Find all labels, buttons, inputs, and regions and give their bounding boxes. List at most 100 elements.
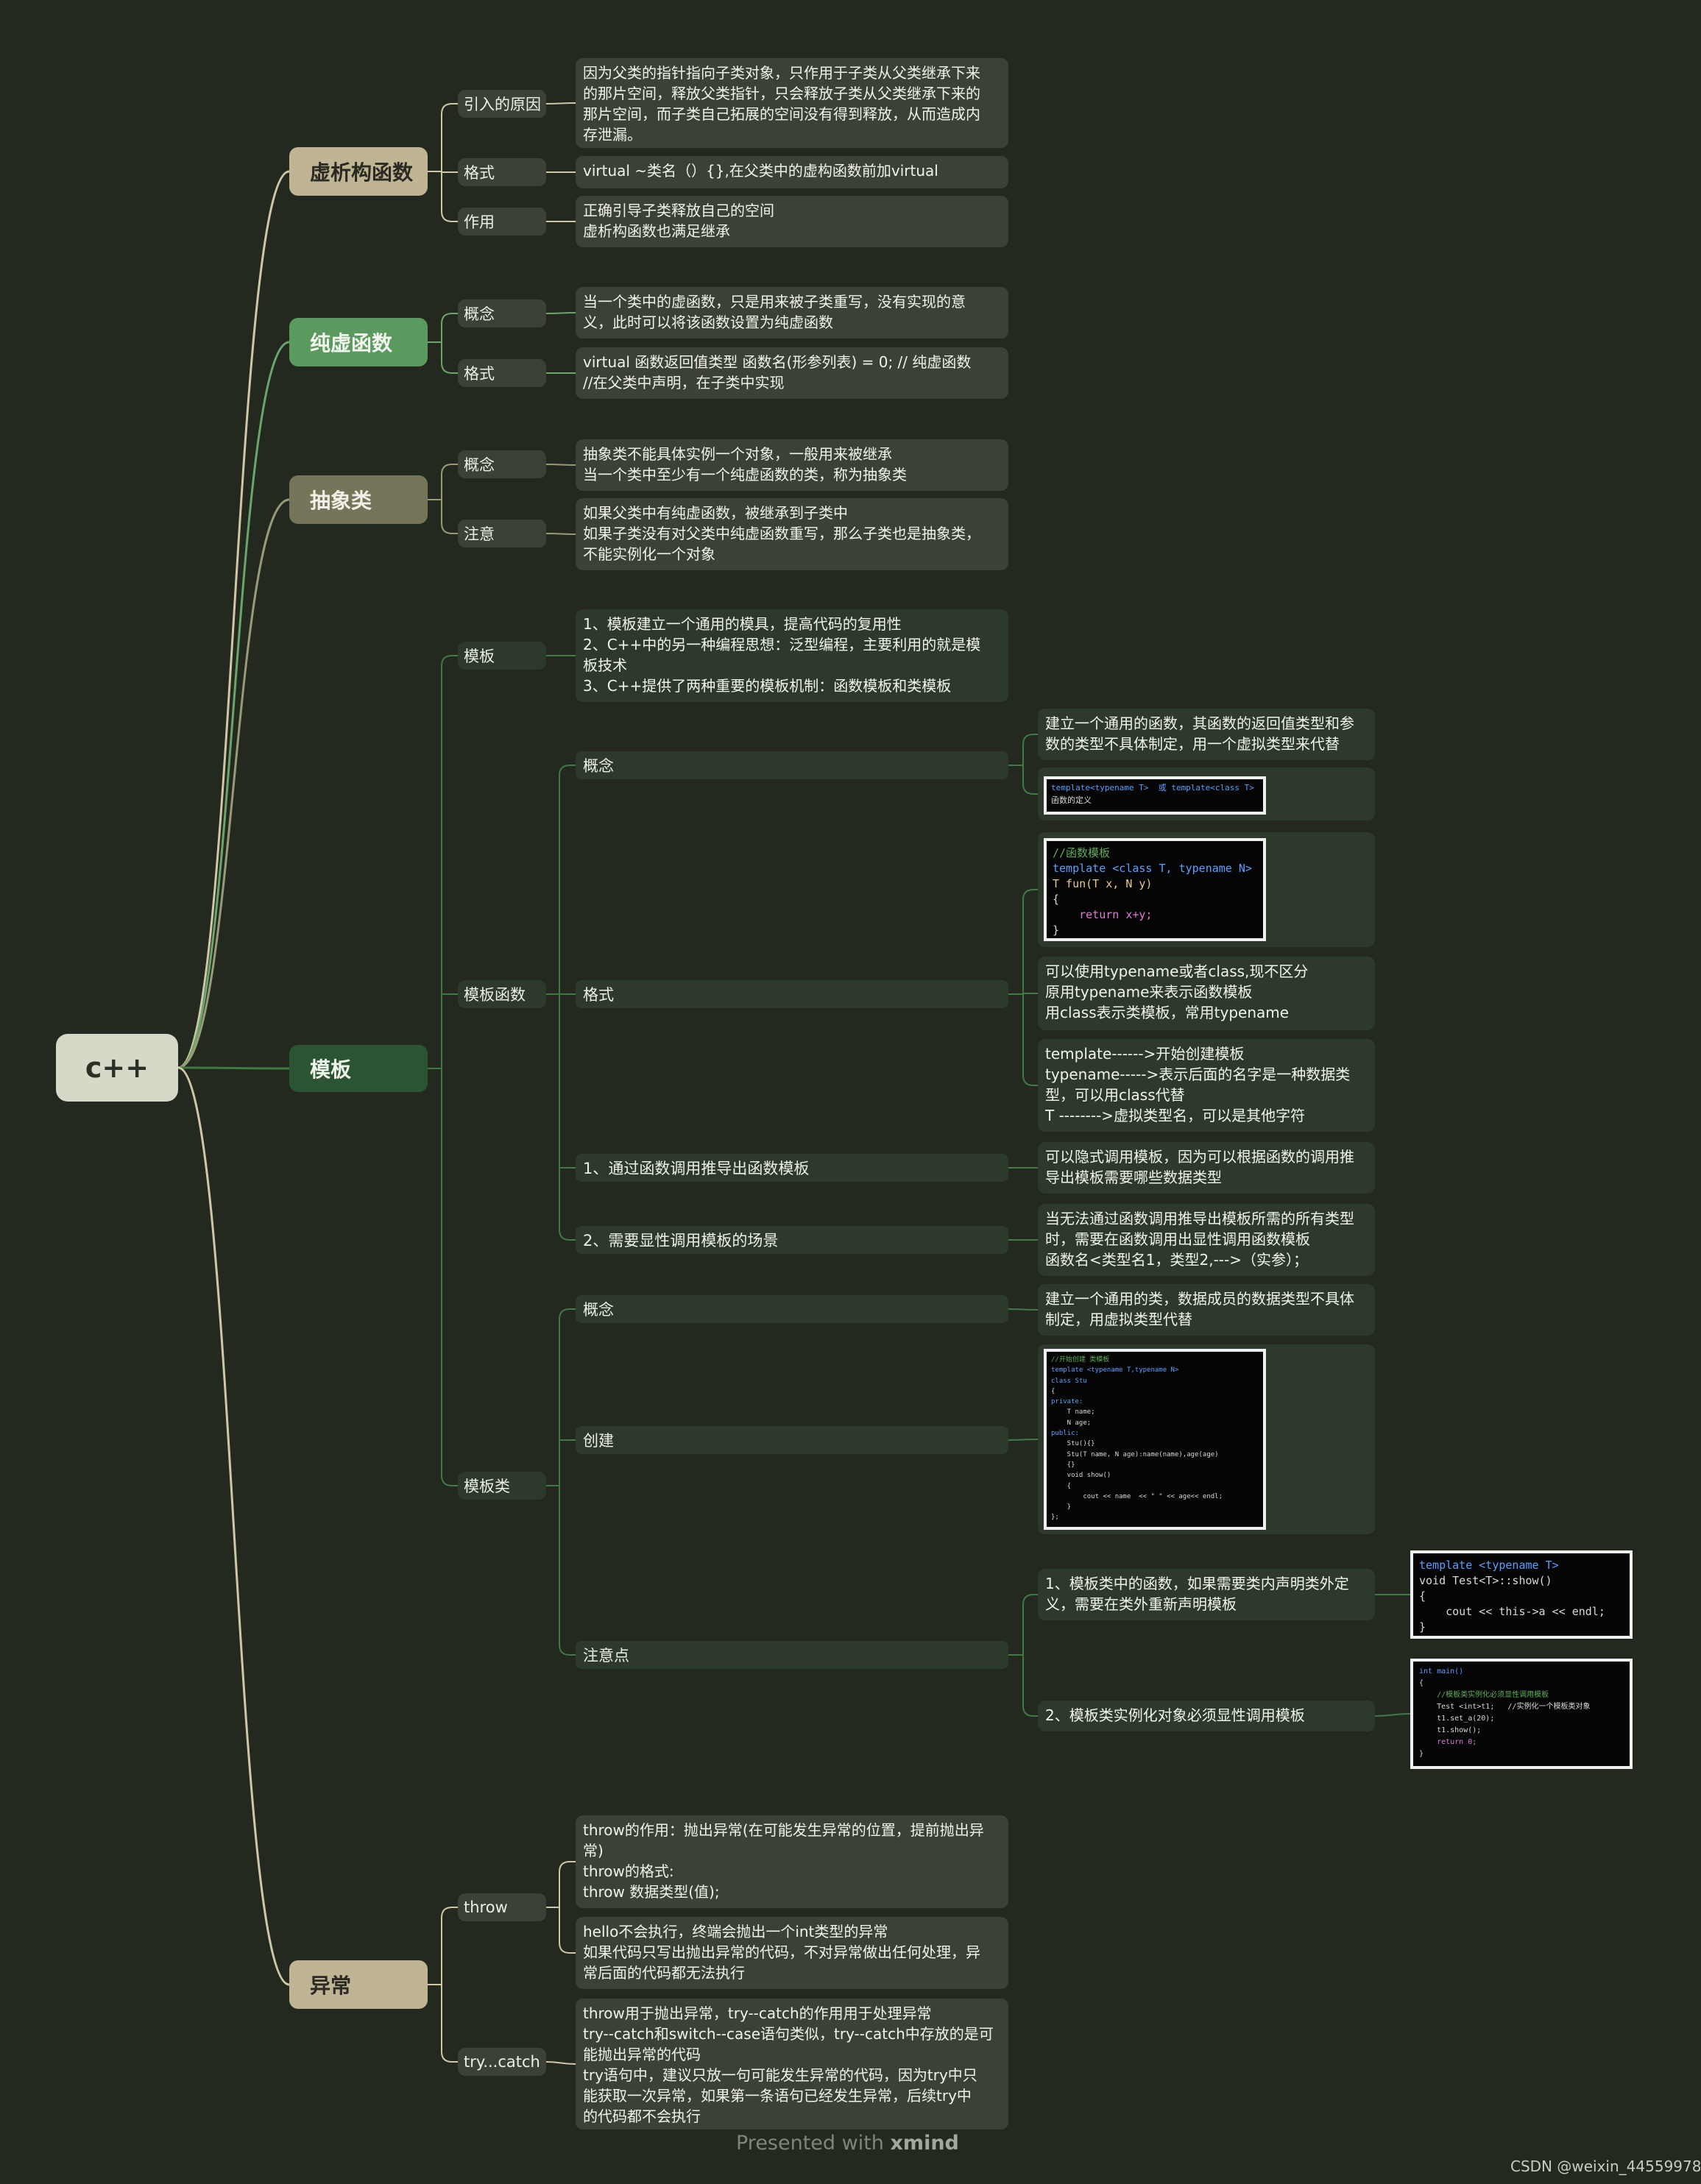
connector [559, 1644, 576, 1656]
format-text: virtual ~类名（）{},在父类中的虚构函数前加virtual [576, 156, 1008, 188]
text-line: hello不会执行，终端会抛出一个int类型的异常 [583, 1923, 888, 1940]
text-line: 1、模板类中的函数，如果需要类内声明类外定 [1045, 1575, 1349, 1592]
branch-abstract-class[interactable]: 抽象类 [289, 475, 428, 524]
topic-throw[interactable]: throw [458, 1893, 546, 1921]
ab-concept-text: 抽象类不能具体实例一个对象，一般用来被继承当一个类中至少有一个纯虚函数的类，称为… [576, 439, 1008, 491]
connector [441, 362, 458, 374]
ft-concept-text: 建立一个通用的函数，其函数的返回值类型和参数的类型不具体制定，用一个虚拟类型来代… [1038, 709, 1375, 760]
topic-pv-format[interactable]: 格式 [458, 359, 546, 387]
topic-ab-concept[interactable]: 概念 [458, 450, 546, 478]
text-line: try语句中，建议只放一句可能发生异常的代码，因为try中只 [583, 2066, 977, 2084]
connector [177, 341, 290, 1069]
branch-virtual-destructor[interactable]: 虚析构函数 [289, 147, 428, 196]
ct-note2-code: int main() { //模板类实例化必须显性调用模板 Test <int>… [1410, 1659, 1633, 1769]
throw-text-2: hello不会执行，终端会抛出一个int类型的异常如果代码只写出抛出异常的代码，… [576, 1917, 1008, 1989]
connector [177, 170, 290, 1069]
topic-ab-note[interactable]: 注意 [458, 520, 546, 547]
text-line: try--catch和switch--case语句类似，try--catch中存… [583, 2025, 994, 2043]
connector [1022, 889, 1038, 901]
connector [545, 533, 576, 535]
ct-concept-bar[interactable]: 概念 [576, 1295, 1008, 1323]
connector [1022, 1594, 1038, 1606]
ct-create-code: //开始创建 类模板 template <typename T,typename… [1044, 1349, 1266, 1530]
text-line: 3、C++提供了两种重要的模板机制：函数模板和类模板 [583, 677, 952, 695]
text-line: 1、模板建立一个通用的模具，提高代码的复用性 [583, 615, 902, 633]
text-line: 的代码都不会执行 [583, 2107, 701, 2125]
text-line: throw的格式: [583, 1862, 674, 1880]
connector [441, 1475, 458, 1486]
text-line: throw 数据类型(值); [583, 1883, 720, 1901]
root-node[interactable]: c++ [56, 1034, 178, 1102]
text-line: virtual ~类名（）{},在父类中的虚构函数前加virtual [583, 162, 938, 180]
text-line: 当一个类中至少有一个纯虚函数的类，称为抽象类 [583, 466, 907, 483]
connector [441, 103, 458, 115]
branch-pure-virtual[interactable]: 纯虚函数 [289, 318, 428, 366]
text-line: 用class表示类模板，常用typename [1045, 1004, 1290, 1021]
pv-concept-text: 当一个类中的虚函数，只是用来被子类重写，没有实现的意义，此时可以将该函数设置为纯… [576, 287, 1008, 338]
text-line: throw用于抛出异常，try--catch的作用用于处理异常 [583, 2004, 932, 2022]
connector [177, 498, 290, 1069]
ab-note-text: 如果父类中有纯虚函数，被继承到子类中如果子类没有对父类中纯虚函数重写，那么子类也… [576, 498, 1008, 570]
ft-concept-bar[interactable]: 概念 [576, 751, 1008, 779]
text-line: 能抛出异常的代码 [583, 2046, 701, 2063]
text-line: 正确引导子类释放自己的空间 [583, 202, 774, 219]
footer-credit: Presented with xmind [736, 2132, 959, 2155]
connector [1374, 1713, 1411, 1717]
throw-text-1: throw的作用：抛出异常(在可能发生异常的位置，提前抛出异常) throw的格式… [576, 1815, 1008, 1908]
connector [1022, 734, 1038, 745]
connector [441, 655, 458, 667]
topic-format[interactable]: 格式 [458, 158, 546, 186]
effect-text: 正确引导子类释放自己的空间虚析构函数也满足继承 [576, 196, 1008, 247]
ft-concept-code: template<typename T> 或 template<class T>… [1044, 776, 1266, 815]
topic-effect[interactable]: 作用 [458, 208, 546, 235]
text-line: typename----->表示后面的名字是一种数据类 [1045, 1066, 1351, 1083]
ft-deduce-text: 可以隐式调用模板，因为可以根据函数的调用推导出模板需要哪些数据类型 [1038, 1142, 1375, 1194]
topic-class-template[interactable]: 模板类 [458, 1472, 546, 1500]
ft-format-bar[interactable]: 格式 [576, 980, 1008, 1008]
text-line: 制定，用虚拟类型代替 [1045, 1311, 1192, 1328]
topic-template-intro[interactable]: 模板 [458, 642, 546, 670]
branch-exception[interactable]: 异常 [289, 1960, 428, 2009]
text-line: //在父类中声明，在子类中实现 [583, 374, 785, 391]
text-line: 时，需要在函数调用出显性调用函数模板 [1045, 1230, 1310, 1248]
connector [1022, 1074, 1038, 1086]
text-line: 导出模板需要哪些数据类型 [1045, 1169, 1222, 1186]
branch-template[interactable]: 模板 [289, 1045, 428, 1092]
text-line: 可以隐式调用模板，因为可以根据函数的调用推 [1045, 1148, 1354, 1166]
topic-pv-concept[interactable]: 概念 [458, 299, 546, 327]
ft-explicit-bar[interactable]: 2、需要显性调用模板的场景 [576, 1226, 1008, 1254]
text-line: 如果代码只写出抛出异常的代码，不对异常做出任何处理，异 [583, 1943, 980, 1961]
text-line: T -------->虚拟类型名，可以是其他字符 [1045, 1107, 1306, 1124]
ft-deduce-bar[interactable]: 1、通过函数调用推导出函数模板 [576, 1154, 1008, 1182]
text-line: 数的类型不具体制定，用一个虚拟类型来代替 [1045, 735, 1340, 753]
reason-text: 因为父类的指针指向子类对象，只作用于子类从父类继承下来的那片空间，释放父类指针，… [576, 58, 1008, 148]
pv-format-text: virtual 函数返回值类型 函数名(形参列表) = 0; // 纯虚函数//… [576, 347, 1008, 399]
ct-note1-code: template <typename T> void Test<T>::show… [1410, 1550, 1633, 1639]
connector [1022, 1705, 1038, 1717]
text-line: 虚析构函数也满足继承 [583, 222, 730, 240]
connector [559, 1229, 576, 1241]
text-line: 抽象类不能具体实例一个对象，一般用来被继承 [583, 445, 892, 463]
connector [545, 102, 576, 104]
topic-reason[interactable]: 引入的原因 [458, 90, 546, 118]
ct-create-bar[interactable]: 创建 [576, 1426, 1008, 1454]
connector [441, 1907, 458, 1918]
text-line: template------>开始创建模板 [1045, 1045, 1245, 1063]
topic-try-catch[interactable]: try...catch [458, 2048, 546, 2076]
text-line: throw的作用：抛出异常(在可能发生异常的位置，提前抛出异 [583, 1821, 984, 1839]
connector [441, 2051, 458, 2063]
connector [1008, 1308, 1039, 1311]
connector [559, 1942, 576, 1954]
ct-notes-bar[interactable]: 注意点 [576, 1641, 1008, 1669]
text-line: 常) [583, 1842, 604, 1859]
connector [441, 522, 458, 534]
ct-concept-text: 建立一个通用的类，数据成员的数据类型不具体制定，用虚拟类型代替 [1038, 1284, 1375, 1336]
ft-format-note1: 可以使用typename或者class,现不区分原用typename来表示函数模… [1038, 957, 1375, 1030]
topic-func-template[interactable]: 模板函数 [458, 980, 546, 1008]
ft-explicit-text: 当无法通过函数调用推导出模板所需的所有类型时，需要在函数调用出显性调用函数模板函… [1038, 1204, 1375, 1276]
text-line: 当一个类中的虚函数，只是用来被子类重写，没有实现的意 [583, 293, 966, 311]
connector [559, 1861, 576, 1873]
connector [545, 2061, 576, 2065]
text-line: 义，此时可以将该函数设置为纯虚函数 [583, 313, 833, 331]
